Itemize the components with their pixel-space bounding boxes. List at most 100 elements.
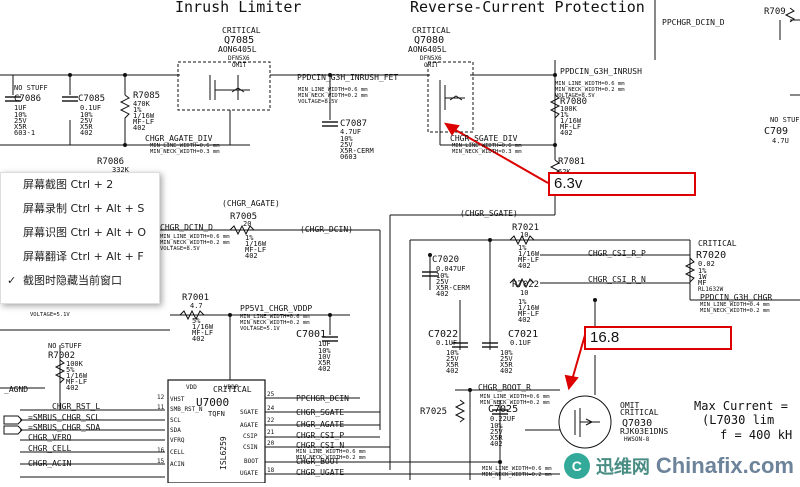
- r7002-val: 100K: [66, 360, 84, 368]
- note-v7: VOLTAGE=5.1V: [240, 326, 280, 332]
- q7030-opt: OMIT: [620, 401, 639, 410]
- pin-smb: SMB_RST_N: [170, 406, 203, 413]
- r7021-l1: 1%: [518, 244, 527, 252]
- r709-ref: R709: [764, 7, 786, 17]
- r7080-l1: 1%: [560, 111, 569, 119]
- r7002-l1: 5%: [66, 366, 75, 374]
- q7085-labels: CRITICAL Q7085 AON6405L DFN5X6 OMIT: [218, 26, 261, 69]
- r7085-labels: R7085 470K 1% 1/16W MF-LF 402: [133, 91, 160, 132]
- c7001-ref: C7001: [296, 329, 326, 340]
- c7020-ref: C7020: [432, 255, 459, 265]
- note-nw10: MIN_NECK_WIDTH=0.2 mm: [296, 455, 366, 461]
- r7080-l4: 402: [560, 129, 573, 137]
- note-max-current: Max Current =: [694, 399, 788, 413]
- c7001-l3: X5R: [318, 359, 331, 367]
- r7005-l4: 402: [245, 252, 258, 260]
- r7002-labels: NO STUFF R7002 100K 5% 1/16W MF-LF 402: [48, 342, 88, 392]
- pin-boot: BOOT: [244, 458, 259, 465]
- q7030-labels: OMIT CRITICAL Q7030 RJK03E1DNS HWSON-8: [620, 401, 668, 443]
- net-g3h-chgr: PPDCIN_G3H_CHGR: [700, 293, 772, 302]
- r7021-l3: MF-LF: [518, 256, 539, 264]
- r7001-val: 4.7: [190, 302, 203, 310]
- u7000-ref: U7000: [196, 396, 229, 409]
- c7020-l1: 10%: [436, 272, 449, 280]
- c7087-l1: 10%: [340, 135, 353, 143]
- c7085-l2: 25V: [80, 117, 93, 125]
- q7030-tag: CRITICAL: [620, 408, 659, 417]
- junctions: [68, 73, 597, 464]
- note-freq: f = 400 kH: [720, 428, 792, 442]
- pin-vfrq: VFRQ: [170, 437, 185, 444]
- callout-arrows: [444, 122, 586, 391]
- r7085-l2: 1/16W: [133, 112, 155, 120]
- net-cell: CHGR_CELL: [28, 444, 72, 453]
- c7022-l2: 25V: [446, 355, 459, 363]
- c7086-l3: X5R: [14, 123, 27, 131]
- c7022-l4: 402: [446, 367, 459, 375]
- pin-csin: CSIN: [243, 444, 258, 451]
- c7021-l3: X5R: [500, 361, 513, 369]
- note-nw3: MIN_NECK_WIDTH=0.3 mm: [150, 149, 220, 155]
- c7085-ref: C7085: [78, 94, 105, 104]
- menu-item-label: 屏幕识图 Ctrl + Alt + O: [23, 226, 147, 239]
- design-notes: Max Current = (L7030 lim f = 400 kH: [694, 399, 792, 442]
- q7080-ref: Q7080: [414, 35, 444, 46]
- c7025-val: 0.22UF: [490, 415, 515, 423]
- c7085-l4: 402: [80, 129, 93, 137]
- r7020-l2: 1W: [698, 273, 707, 281]
- menu-item-record[interactable]: 屏幕录制 Ctrl + Alt + S: [1, 197, 159, 221]
- r7005-l2: 1/16W: [245, 240, 267, 248]
- menu-item-screenshot[interactable]: 屏幕截图 Ctrl + 2: [1, 173, 159, 197]
- r7085-l4: 402: [133, 124, 146, 132]
- section-titles: Inrush Limiter Reverse-Current Protectio…: [175, 0, 645, 16]
- net-out-boot: CHGR_BOOT: [296, 457, 340, 466]
- c7085-l3: X5R: [80, 123, 93, 131]
- menu-item-recognize[interactable]: 屏幕识图 Ctrl + Alt + O: [1, 221, 159, 245]
- r7085-l3: MF-LF: [133, 118, 154, 126]
- r7005-l1: 1%: [245, 234, 254, 242]
- net-agate: (CHGR_AGATE): [222, 199, 280, 208]
- note-lw2: MIN_LINE_WIDTH=0.6 mm: [555, 81, 625, 87]
- r7005-labels: R7005 20 1% 1/16W MF-LF 402: [230, 212, 267, 260]
- menu-item-hide-window[interactable]: ✓截图时隐藏当前窗口: [1, 269, 159, 293]
- c7086-l2: 25V: [14, 117, 27, 125]
- pin-ugate: UGATE: [240, 470, 258, 477]
- note-nw2: MIN_NECK_WIDTH=0.2 mm: [555, 87, 625, 93]
- watermark-cn: 迅维网: [595, 457, 650, 477]
- r7022-ref: R7022: [512, 280, 539, 290]
- c7001-l1: 10%: [318, 347, 331, 355]
- pin-acin: ACIN: [170, 461, 185, 468]
- r7080-ref: R7080: [560, 97, 587, 107]
- checkmark-icon: ✓: [7, 274, 17, 287]
- pin-vddp: VDDP: [224, 384, 239, 391]
- q7030-ref: Q7030: [622, 418, 652, 429]
- net-ppchgr-dcin-d: PPCHGR_DCIN_D: [662, 18, 725, 27]
- r7022-l2: 1/16W: [518, 304, 540, 312]
- pin-24: 24: [267, 405, 275, 412]
- pin-11: 11: [157, 404, 165, 411]
- menu-item-translate[interactable]: 屏幕翻译 Ctrl + Alt + F: [1, 245, 159, 269]
- r7022-l3: MF-LF: [518, 310, 539, 318]
- r7085-val: 470K: [133, 100, 151, 108]
- c7087-l2: 25V: [340, 141, 353, 149]
- c7085-val: 0.1UF: [80, 104, 101, 112]
- pin-25: 25: [267, 391, 275, 398]
- note-lw6: MIN_LINE_WIDTH=0.4 mm: [700, 302, 770, 308]
- net-out-csip: CHGR_CSI_P: [296, 431, 344, 440]
- resistor-symbols: [54, 7, 795, 423]
- c7020-val: 0.047UF: [436, 265, 466, 273]
- net-rst: CHGR_RST_L: [52, 402, 100, 411]
- c7087-labels: C7087 4.7UF 10% 25V X5R-CERM 0603: [340, 119, 374, 161]
- net-dcin-d: CHGR_DCIN_D: [160, 223, 213, 232]
- c7086-val: 1UF: [14, 104, 27, 112]
- net-boot-r: CHGR_BOOT_R: [478, 383, 531, 392]
- r7022-l1: 1%: [518, 298, 527, 306]
- c7022-val: 0.1UF: [436, 339, 457, 347]
- c7086-l1: 10%: [14, 111, 27, 119]
- pin-scl: SCL: [170, 417, 181, 424]
- note-lw4: MIN_LINE_WIDTH=0.6 mm: [452, 143, 522, 149]
- net-out-sgate: CHGR_SGATE: [296, 408, 344, 417]
